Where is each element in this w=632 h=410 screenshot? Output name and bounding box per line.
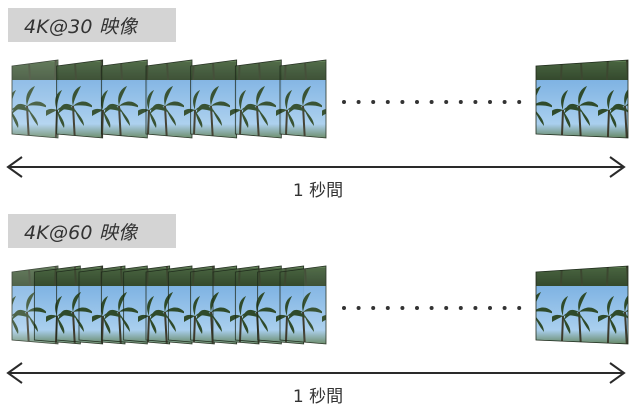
section-4k30: 4K@30 映像 1 秒間 xyxy=(6,8,629,201)
dot xyxy=(385,100,390,104)
continuation-dots xyxy=(342,306,522,310)
video-frame xyxy=(279,59,327,139)
dot xyxy=(356,306,361,310)
dot xyxy=(342,306,346,310)
dot xyxy=(473,100,478,104)
continuation-dots xyxy=(342,100,522,104)
double-arrow-icon xyxy=(6,362,626,384)
video-frame xyxy=(11,59,59,139)
section-title: 4K@30 映像 xyxy=(8,8,176,42)
dot xyxy=(371,100,376,104)
duration-label: 1 秒間 xyxy=(292,387,344,407)
dot xyxy=(371,306,376,310)
dot xyxy=(444,306,449,310)
video-frame xyxy=(100,59,148,139)
dot xyxy=(488,100,492,104)
dot xyxy=(356,100,361,104)
dot xyxy=(502,306,507,310)
dot xyxy=(488,306,492,310)
dot xyxy=(415,306,419,310)
dot xyxy=(517,306,522,310)
video-frame xyxy=(190,59,238,139)
last-frame xyxy=(535,59,629,139)
section-title: 4K@60 映像 xyxy=(8,214,176,248)
frame-stack xyxy=(11,265,327,345)
dot xyxy=(400,306,405,310)
dot xyxy=(458,100,463,104)
last-frame xyxy=(535,265,629,345)
frame-stack xyxy=(11,59,327,139)
double-arrow-icon xyxy=(6,156,626,178)
video-frame xyxy=(535,265,629,345)
dot xyxy=(473,306,478,310)
video-frame xyxy=(279,265,327,345)
dot xyxy=(502,100,507,104)
duration-label: 1 秒間 xyxy=(292,181,344,201)
dot xyxy=(342,100,346,104)
frame-strip xyxy=(11,59,629,139)
dot xyxy=(444,100,449,104)
dot xyxy=(429,306,434,310)
video-frame xyxy=(234,59,282,139)
video-frame xyxy=(56,59,104,139)
dot xyxy=(400,100,405,104)
video-frame xyxy=(145,59,193,139)
dot xyxy=(385,306,390,310)
dot xyxy=(415,100,419,104)
section-4k60: 4K@60 映像 1 秒間 xyxy=(0,206,632,410)
dot xyxy=(429,100,434,104)
video-frame xyxy=(535,59,629,139)
frame-strip xyxy=(11,265,629,345)
dot xyxy=(458,306,463,310)
dot xyxy=(517,100,522,104)
